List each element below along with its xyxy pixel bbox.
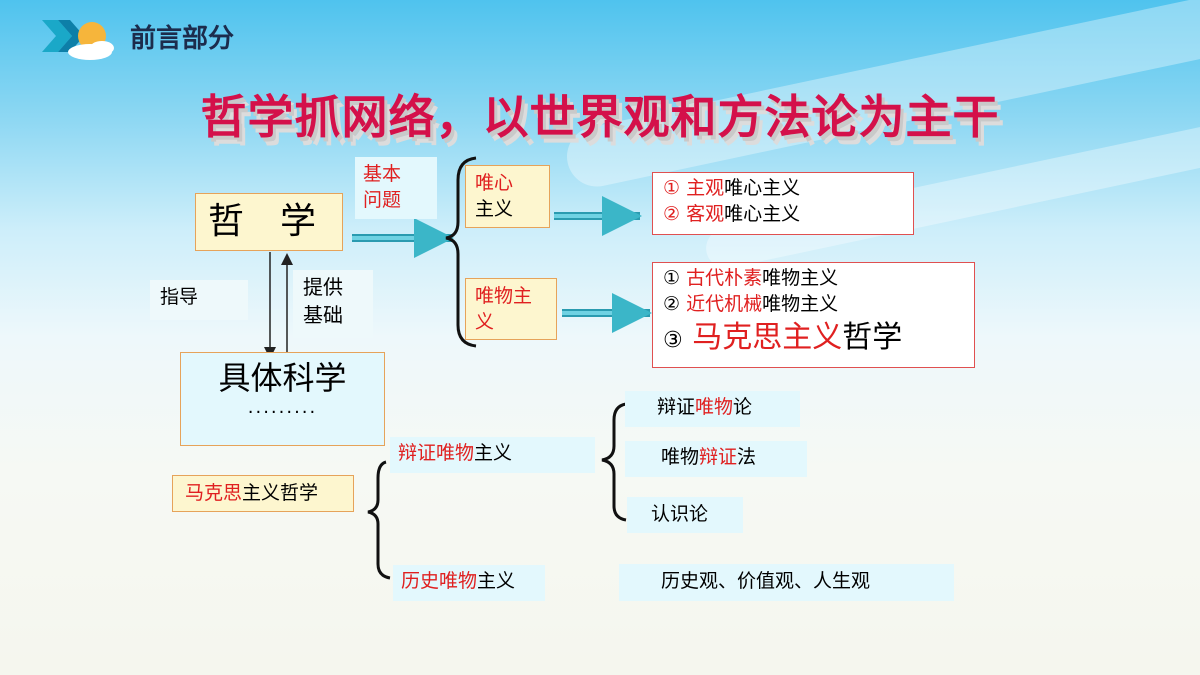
node-idealism: 唯心 主义	[465, 165, 550, 228]
node-dialectical-materialism: 辩证唯物主义	[390, 437, 595, 473]
basic-question-line1: 基本	[363, 163, 402, 185]
provide-basis-line2: 基础	[303, 303, 343, 327]
node-provide-basis: 提供 基础	[293, 270, 373, 338]
dm-rest: 主义	[474, 442, 513, 464]
node-idealism-types: ① 主观唯心主义 ② 客观唯心主义	[652, 172, 914, 235]
node-materialism-types: ① 古代朴素唯物主义 ② 近代机械唯物主义 ③ 马克思主义哲学	[652, 262, 975, 368]
materialism-line2: 义	[475, 311, 495, 333]
node-philosophy-label: 哲 学	[208, 201, 317, 242]
node-guide: 指导	[150, 280, 248, 320]
node-dm-branch-2: 唯物辩证法	[625, 441, 807, 477]
provide-basis-line1: 提供	[303, 275, 343, 299]
materialism-type-2: ② 近代机械唯物主义	[663, 293, 839, 315]
marxist-red: 马克思	[185, 482, 243, 504]
page-title: 哲学抓网络，以世界观和方法论为主干	[200, 90, 1000, 144]
node-dm-branch-3: 认识论	[627, 497, 743, 533]
node-marxist-philosophy: 马克思主义哲学	[172, 475, 354, 512]
node-historical-materialism: 历史唯物主义	[393, 565, 545, 601]
node-philosophy: 哲 学	[195, 193, 343, 251]
hm-rest: 主义	[477, 570, 516, 592]
brace-types	[445, 156, 477, 348]
logo-icon	[40, 14, 120, 64]
specific-science-label: 具体科学	[218, 359, 347, 397]
guide-label: 指导	[160, 286, 199, 308]
node-dm-branch-1: 辩证唯物论	[625, 391, 800, 427]
node-basic-question: 基本 问题	[355, 157, 437, 219]
dm-red: 辩证唯物	[398, 442, 475, 464]
node-specific-science: 具体科学 ·········	[180, 352, 385, 446]
idealism-line1: 唯心	[475, 172, 514, 194]
materialism-type-3: ③ 马克思主义哲学	[663, 320, 903, 355]
materialism-line1: 唯物主	[475, 285, 533, 307]
basic-question-line2: 问题	[363, 189, 402, 211]
section-header: 前言部分	[130, 24, 235, 54]
node-hm-branch: 历史观、价值观、人生观	[619, 564, 954, 601]
brace-marxist	[367, 460, 391, 580]
idealism-type-1: ① 主观唯心主义	[663, 177, 801, 199]
node-materialism: 唯物主 义	[465, 278, 557, 340]
hm-red: 历史唯物	[401, 570, 478, 592]
materialism-type-1: ① 古代朴素唯物主义	[663, 267, 839, 289]
idealism-line2: 主义	[475, 198, 514, 220]
marxist-rest: 主义哲学	[242, 482, 319, 504]
brace-dialectical	[601, 402, 627, 522]
idealism-type-2: ② 客观唯心主义	[663, 203, 801, 225]
specific-science-ellipsis: ·········	[247, 402, 318, 423]
